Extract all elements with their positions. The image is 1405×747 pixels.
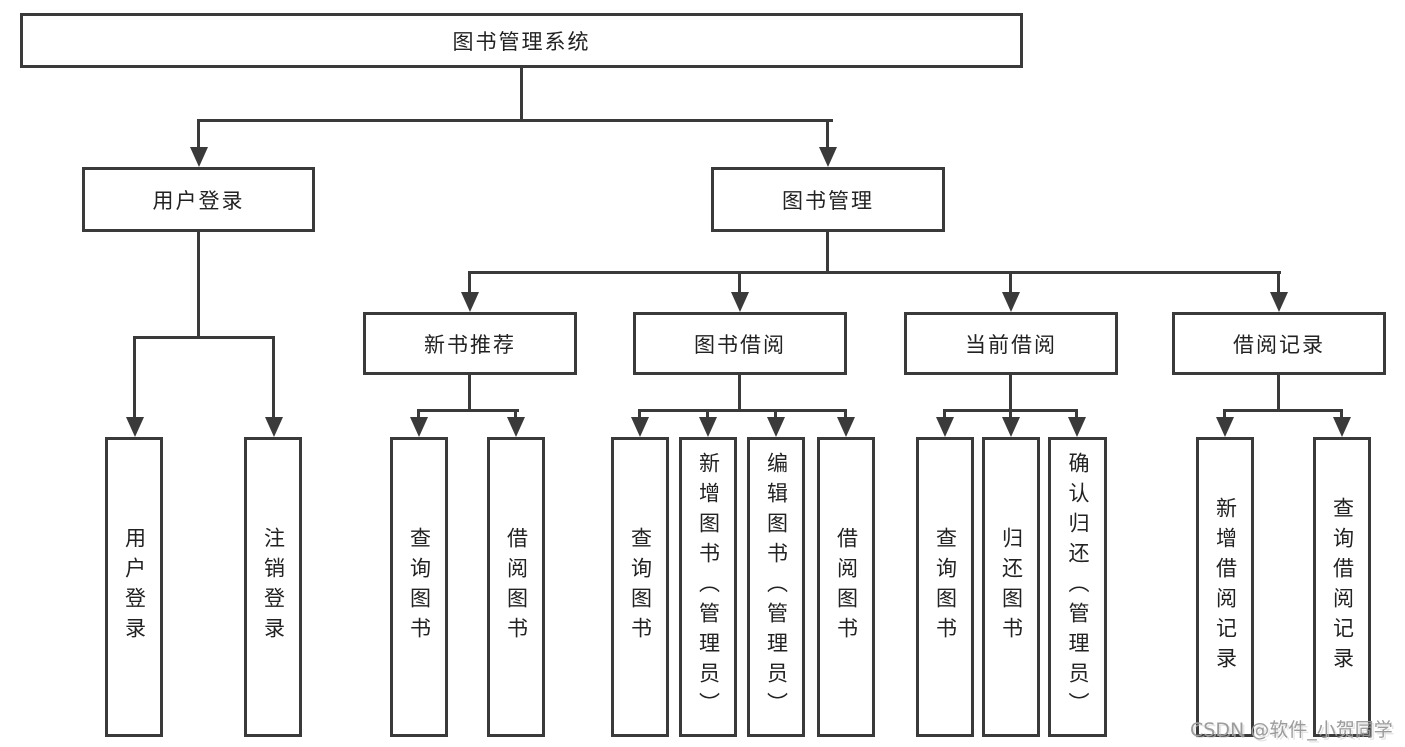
connector-line — [197, 232, 200, 339]
node-book-management: 图书管理 — [711, 167, 945, 232]
leaf-query-book-2-label: 查询图书 — [628, 527, 653, 647]
connector-line — [417, 409, 519, 412]
leaf-user-login: 用户登录 — [105, 437, 163, 737]
arrowhead — [767, 417, 785, 437]
node-current-borrow-label: 当前借阅 — [965, 332, 1057, 357]
connector-line — [738, 271, 741, 295]
leaf-user-login-label: 用户登录 — [122, 527, 147, 647]
leaf-confirm-return-admin-label: 确认归还（管理员） — [1066, 452, 1090, 722]
leaf-logout: 注销登录 — [244, 437, 302, 737]
connector-line — [520, 68, 523, 122]
connector-line — [468, 271, 1281, 274]
connector-line — [1223, 409, 1226, 420]
connector-line — [514, 409, 517, 420]
node-book-management-label: 图书管理 — [782, 188, 874, 213]
node-borrow-record-label: 借阅记录 — [1233, 332, 1325, 357]
arrowhead — [1002, 292, 1020, 312]
connector-line — [638, 409, 847, 412]
connector-line — [1009, 271, 1012, 295]
leaf-query-book-1: 查询图书 — [390, 437, 448, 737]
arrowhead — [190, 147, 208, 167]
leaf-borrow-book-2-label: 借阅图书 — [834, 527, 859, 647]
connector-line — [826, 119, 829, 150]
connector-line — [468, 375, 471, 412]
node-root: 图书管理系统 — [20, 13, 1023, 68]
connector-line — [1075, 409, 1078, 420]
arrowhead — [936, 417, 954, 437]
node-root-label: 图书管理系统 — [452, 29, 591, 54]
connector-line — [844, 409, 847, 420]
connector-line — [1223, 409, 1343, 412]
connector-line — [133, 336, 275, 339]
leaf-query-book-2: 查询图书 — [611, 437, 669, 737]
arrowhead — [1333, 417, 1351, 437]
connector-line — [197, 119, 200, 150]
connector-line — [1277, 375, 1280, 412]
arrowhead — [699, 417, 717, 437]
connector-line — [638, 409, 641, 420]
arrowhead — [1068, 417, 1086, 437]
arrowhead — [461, 292, 479, 312]
node-user-login-label: 用户登录 — [152, 188, 245, 213]
arrowhead — [410, 417, 428, 437]
connector-line — [706, 409, 709, 420]
connector-line — [133, 336, 136, 420]
arrowhead — [1216, 417, 1234, 437]
leaf-confirm-return-admin: 确认归还（管理员） — [1048, 437, 1107, 737]
node-book-borrow: 图书借阅 — [633, 312, 847, 375]
arrowhead — [837, 417, 855, 437]
arrowhead — [507, 417, 525, 437]
connector-line — [774, 409, 777, 420]
node-book-borrow-label: 图书借阅 — [694, 332, 786, 357]
connector-line — [272, 336, 275, 420]
csdn-watermark: CSDN @软件_小贺同学 — [1190, 719, 1393, 741]
arrowhead — [819, 147, 837, 167]
connector-line — [468, 271, 471, 295]
leaf-add-book-admin-label: 新增图书（管理员） — [696, 452, 721, 722]
connector-line — [1277, 271, 1280, 295]
leaf-borrow-book-1-label: 借阅图书 — [504, 527, 529, 647]
connector-line — [417, 409, 420, 420]
node-new-book-recommend-label: 新书推荐 — [424, 332, 516, 357]
leaf-edit-book-admin: 编辑图书（管理员） — [747, 437, 805, 737]
leaf-query-borrow-record-label: 查询借阅记录 — [1330, 497, 1355, 677]
leaf-add-borrow-record: 新增借阅记录 — [1196, 437, 1254, 737]
leaf-borrow-book-2: 借阅图书 — [817, 437, 875, 737]
leaf-query-borrow-record: 查询借阅记录 — [1313, 437, 1371, 737]
connector-line — [826, 232, 829, 274]
arrowhead — [731, 292, 749, 312]
leaf-query-book-3: 查询图书 — [916, 437, 974, 737]
arrowhead — [126, 417, 144, 437]
node-new-book-recommend: 新书推荐 — [363, 312, 577, 375]
connector-line — [197, 119, 833, 122]
leaf-return-book: 归还图书 — [982, 437, 1040, 737]
leaf-borrow-book-1: 借阅图书 — [487, 437, 545, 737]
arrowhead — [631, 417, 649, 437]
node-current-borrow: 当前借阅 — [904, 312, 1118, 375]
leaf-logout-label: 注销登录 — [261, 527, 286, 647]
connector-line — [1009, 375, 1012, 412]
leaf-add-book-admin: 新增图书（管理员） — [679, 437, 737, 737]
connector-line — [943, 409, 946, 420]
leaf-edit-book-admin-label: 编辑图书（管理员） — [764, 452, 789, 722]
leaf-query-book-3-label: 查询图书 — [933, 527, 958, 647]
leaf-add-borrow-record-label: 新增借阅记录 — [1213, 497, 1238, 677]
leaf-query-book-1-label: 查询图书 — [407, 527, 432, 647]
connector-line — [1009, 409, 1012, 420]
arrowhead — [1002, 417, 1020, 437]
arrowhead — [265, 417, 283, 437]
connector-line — [738, 375, 741, 412]
node-borrow-record: 借阅记录 — [1172, 312, 1386, 375]
connector-line — [1340, 409, 1343, 420]
node-user-login: 用户登录 — [82, 167, 315, 232]
leaf-return-book-label: 归还图书 — [999, 527, 1024, 647]
arrowhead — [1270, 292, 1288, 312]
